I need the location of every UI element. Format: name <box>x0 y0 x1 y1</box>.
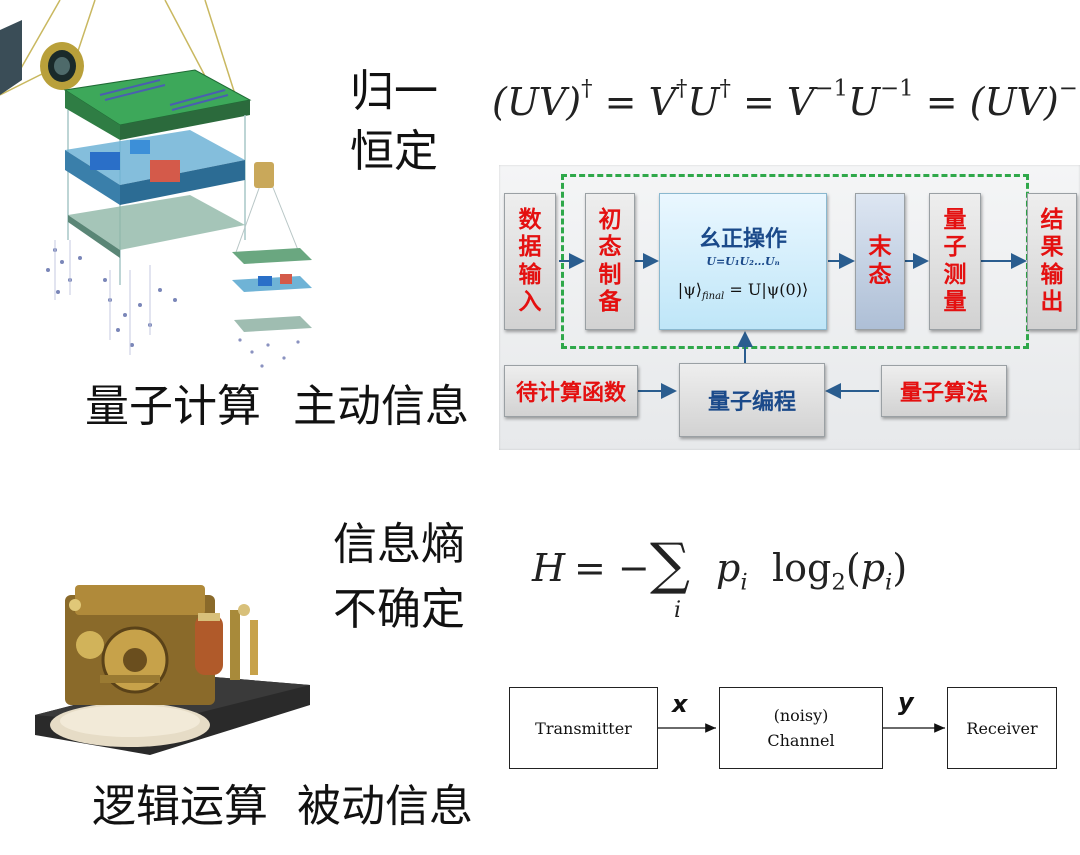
quantum-programming-box: 量子编程 <box>679 363 825 437</box>
label-normalization: 归一 <box>350 66 438 117</box>
receiver-box: Receiver <box>947 687 1057 769</box>
label-passive-information: 被动信息 <box>297 781 473 832</box>
final-state-equation: |ψ⟩final = U|ψ(0)⟩ <box>677 279 809 303</box>
variable-x: x <box>672 690 688 718</box>
label-uncertainty: 不确定 <box>333 584 465 635</box>
result-output-box: 结果输出 <box>1027 193 1077 330</box>
noisy-channel-box: (noisy) Channel <box>719 687 883 769</box>
label-conservation: 恒定 <box>350 126 438 177</box>
data-input-box: 数据输入 <box>504 193 556 330</box>
telegraph-machine-illustration <box>35 585 310 755</box>
label-quantum-computing: 量子计算 <box>85 381 261 432</box>
quantum-measurement-box: 量子测量 <box>929 193 981 330</box>
sum-symbol: ∑ <box>650 532 690 597</box>
transmitter-box: Transmitter <box>509 687 658 769</box>
quantum-computer-illustration <box>0 0 312 368</box>
label-logic-operation: 逻辑运算 <box>92 781 268 832</box>
variable-y: y <box>898 688 914 716</box>
unitary-operation-box: 幺正操作 U=U₁U₂…Uₙ |ψ⟩final = U|ψ(0)⟩ <box>659 193 827 330</box>
quantum-algorithm-box: 量子算法 <box>881 365 1007 417</box>
final-state-box: 末态 <box>855 193 905 330</box>
entropy-formula: H = − ∑ i pi log2(pi) <box>532 532 908 623</box>
initial-state-box: 初态制备 <box>585 193 635 330</box>
function-box: 待计算函数 <box>504 365 638 417</box>
flow-arrows <box>559 253 1027 399</box>
unitary-formula: (UV)† = V†U† = V−1U−1 = (UV)−1 <box>492 75 1080 124</box>
label-information-entropy: 信息熵 <box>333 519 465 570</box>
quantum-flow-diagram: 数据输入 初态制备 幺正操作 U=U₁U₂…Uₙ |ψ⟩final = U|ψ(… <box>499 165 1080 450</box>
label-active-information: 主动信息 <box>293 381 469 432</box>
channel-arrows <box>657 723 945 733</box>
